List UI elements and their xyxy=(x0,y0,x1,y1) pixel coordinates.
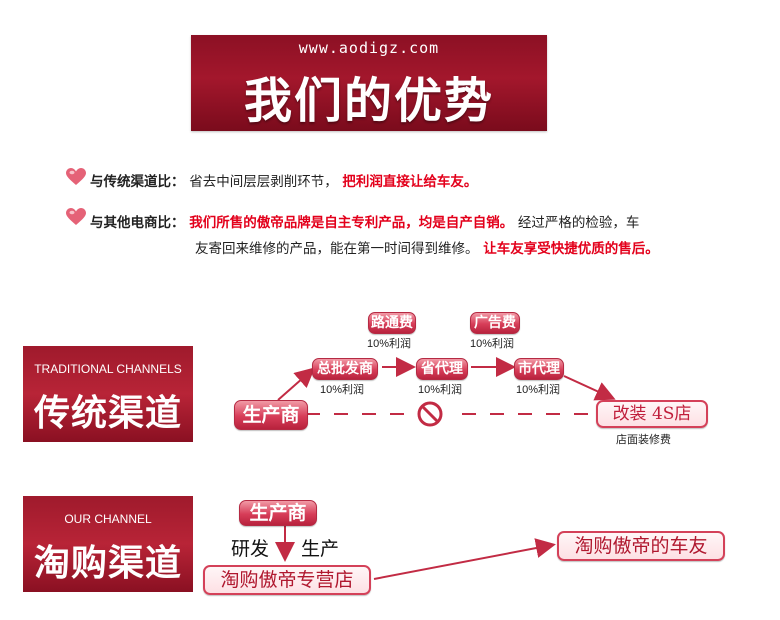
advantage-ecommerce-highlight2: 让车友享受快捷优质的售后。 xyxy=(483,241,659,257)
traditional-flow-arrows xyxy=(277,357,616,415)
our-channel-label: OUR CHANNEL 淘购渠道 xyxy=(23,496,193,592)
shop-pill: 淘购傲帝专营店 xyxy=(203,565,371,595)
advantage-ecommerce-label: 与其他电商比： xyxy=(90,215,185,231)
advantage-ecommerce-cont: 友寄回来维修的产品，能在第一时间得到维修。 让车友享受快捷优质的售后。 xyxy=(195,237,659,257)
our-producer-pill: 生产商 xyxy=(239,500,317,526)
our-flow-arrows xyxy=(275,526,556,580)
general-agent-profit: 10%利润 xyxy=(320,384,365,396)
city-agent-pill: 市代理 xyxy=(514,358,564,380)
prohibited-icon xyxy=(417,401,443,427)
rnd-label: 研发 xyxy=(231,538,270,560)
our-channel-en: OUR CHANNEL xyxy=(64,512,152,526)
advantage-traditional-label: 与传统渠道比： xyxy=(90,174,185,190)
advantage-traditional-highlight: 把利润直接让给车友。 xyxy=(342,174,478,190)
traditional-channel-cn: 传统渠道 xyxy=(33,393,182,434)
header-banner: www.aodigz.com 我们的优势 xyxy=(191,35,547,131)
provincial-agent-profit: 10%利润 xyxy=(418,384,463,396)
road-fee-profit: 10%利润 xyxy=(367,338,412,350)
traditional-channel-en: TRADITIONAL CHANNELS xyxy=(34,362,182,376)
production-label: 生产 xyxy=(301,538,340,560)
advantage-ecommerce: 与其他电商比： 我们所售的傲帝品牌是自主专利产品，均是自产自销。 经过严格的检验… xyxy=(90,211,639,231)
advantage-traditional-text: 省去中间层层剥削环节， xyxy=(189,174,338,190)
customer-pill: 淘购傲帝的车友 xyxy=(557,531,725,561)
provincial-agent-pill: 省代理 xyxy=(416,358,468,380)
advantage-traditional: 与传统渠道比： 省去中间层层剥削环节， 把利润直接让给车友。 xyxy=(90,170,477,190)
store-fee-label: 店面装修费 xyxy=(616,434,671,446)
ad-fee-pill: 广告费 xyxy=(470,312,520,334)
producer-pill: 生产商 xyxy=(234,400,308,430)
store-pill: 改装 4S店 xyxy=(596,400,708,428)
city-agent-profit: 10%利润 xyxy=(516,384,561,396)
traditional-channel-label: TRADITIONAL CHANNELS 传统渠道 xyxy=(23,346,193,442)
advantage-ecommerce-text: 经过严格的检验，车 xyxy=(517,215,640,231)
our-channel-cn: 淘购渠道 xyxy=(33,543,182,584)
advantage-ecommerce-highlight: 我们所售的傲帝品牌是自主专利产品，均是自产自销。 xyxy=(189,215,514,231)
road-fee-pill: 路通费 xyxy=(368,312,416,334)
heart-icon xyxy=(66,168,86,185)
ad-fee-profit: 10%利润 xyxy=(470,338,515,350)
advantage-ecommerce-text2: 友寄回来维修的产品，能在第一时间得到维修。 xyxy=(195,241,479,257)
heart-icon xyxy=(66,208,86,225)
page-title: 我们的优势 xyxy=(243,73,494,129)
general-agent-pill: 总批发商 xyxy=(312,358,378,380)
site-url: www.aodigz.com xyxy=(298,39,440,57)
